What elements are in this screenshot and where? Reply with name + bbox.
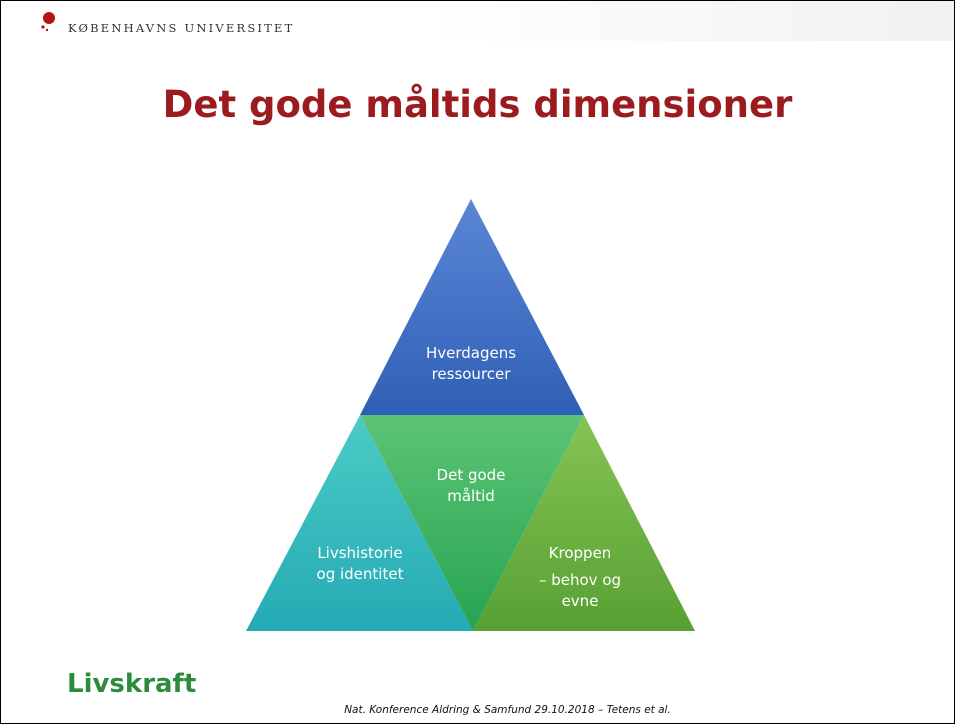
top-triangle-resources <box>360 199 584 415</box>
left-triangle-life-story <box>246 415 473 631</box>
left-triangle-label: Livshistorie og identitet <box>316 544 404 583</box>
top-triangle-label: Hverdagens ressourcer <box>425 344 517 383</box>
footer-citation: Nat. Konference Aldring & Samfund 29.10.… <box>344 704 671 716</box>
ku-seal-icon <box>41 12 55 32</box>
slide-title: Det gode måltids dimensioner <box>162 83 793 126</box>
right-triangle-label: Kroppen – behov og evne <box>538 544 622 610</box>
right-triangle-body <box>473 415 695 631</box>
center-triangle-label: Det gode måltid <box>436 466 506 505</box>
center-triangle-good-meal <box>360 415 584 631</box>
university-name: KØBENHAVNS UNIVERSITET <box>68 21 295 35</box>
header-bar: KØBENHAVNS UNIVERSITET <box>1 1 954 41</box>
livskraft-logo: Livskraft <box>67 669 197 699</box>
